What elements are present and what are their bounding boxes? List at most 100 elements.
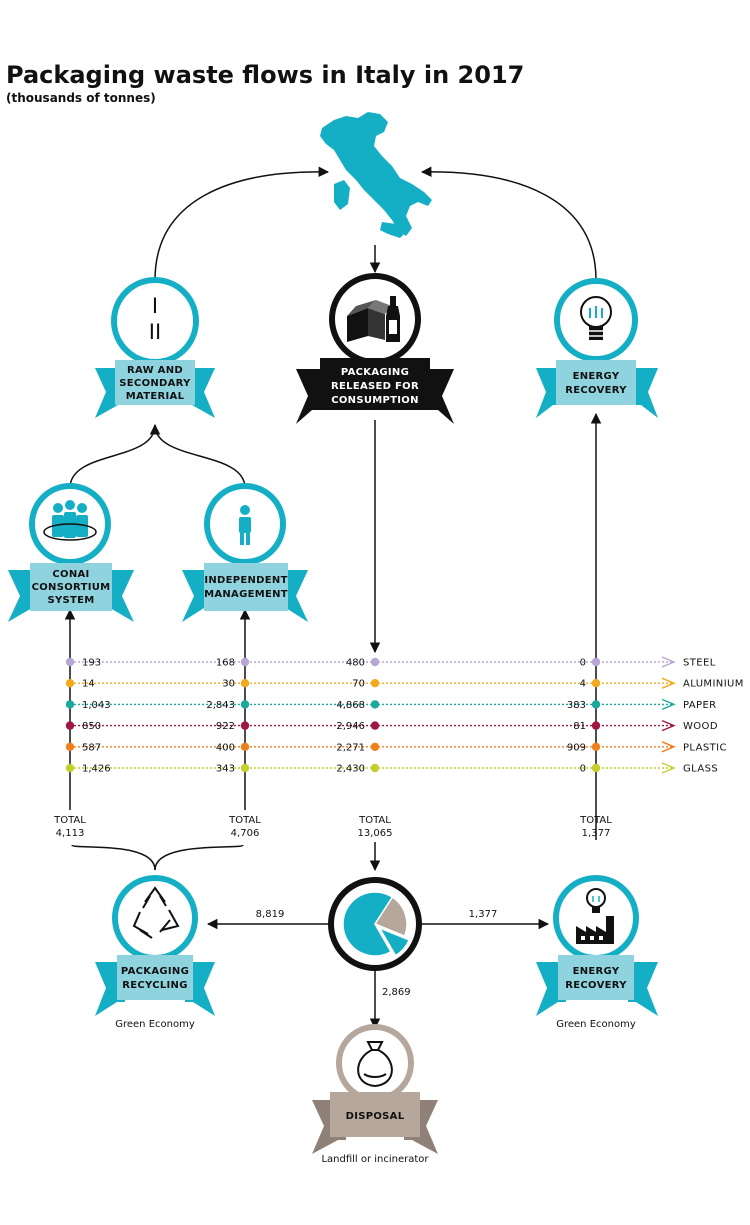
independent-label-1: INDEPENDENT — [204, 575, 287, 586]
material-value: 2,430 — [336, 764, 365, 775]
material-value: 1,043 — [82, 700, 111, 711]
material-value: 850 — [82, 721, 101, 732]
total-value-released: 13,065 — [358, 828, 393, 839]
node-packaging-recycling: PACKAGING RECYCLING Green Economy — [95, 875, 215, 1030]
material-value: 587 — [82, 742, 101, 753]
total-label-released: TOTAL — [358, 815, 391, 826]
material-arrow-icon — [661, 656, 676, 668]
material-arrow-icon — [661, 719, 676, 732]
energy-bottom-caption: Green Economy — [556, 1019, 636, 1030]
flow-disposal-value: 2,869 — [382, 987, 411, 998]
flow-recycling-value: 8,819 — [256, 909, 285, 920]
disposal-label: DISPOSAL — [346, 1111, 405, 1122]
materials-table: 193 168 480 0 STEEL 14 30 70 4 ALUMINIUM 1,043 2,84… — [65, 656, 744, 775]
roman-numeral-one-icon: I — [152, 294, 158, 318]
material-dot — [240, 700, 250, 709]
material-dot — [370, 763, 380, 773]
roman-numeral-two-icon: II — [149, 320, 161, 344]
recycling-label-1: PACKAGING — [121, 966, 189, 977]
conai-label-2: CONSORTIUM — [32, 582, 111, 593]
material-dot — [591, 763, 601, 773]
factory-bulb-icon — [576, 888, 614, 944]
material-dot — [591, 679, 601, 688]
material-arrow-icon — [661, 762, 676, 774]
total-label-energy: TOTAL — [579, 815, 612, 826]
material-name: STEEL — [683, 658, 716, 669]
light-bulb-icon — [580, 296, 612, 340]
material-value: 2,946 — [336, 721, 365, 732]
material-value: 383 — [567, 700, 586, 711]
node-raw-material: I II RAW AND SECONDARY MATERIAL — [95, 277, 215, 418]
recycling-caption: Green Economy — [115, 1019, 195, 1030]
disposal-caption: Landfill or incinerator — [321, 1154, 429, 1165]
material-dot — [370, 721, 380, 730]
independent-label-2: MANAGEMENT — [204, 589, 288, 600]
material-dot — [240, 742, 250, 751]
material-value: 81 — [573, 721, 586, 732]
material-value: 0 — [580, 764, 586, 775]
node-disposal: DISPOSAL Landfill or incinerator — [312, 1024, 438, 1165]
person-icon — [239, 505, 251, 545]
material-value: 4,868 — [336, 700, 365, 711]
page-subtitle: (thousands of tonnes) — [6, 91, 156, 105]
material-value: 922 — [216, 721, 235, 732]
material-value: 2,271 — [336, 742, 365, 753]
node-energy-recovery-top: ENERGY RECOVERY — [536, 278, 658, 418]
material-value: 4 — [580, 679, 586, 690]
total-label-conai: TOTAL — [53, 815, 86, 826]
material-name: ALUMINIUM — [683, 679, 744, 690]
material-dot — [240, 657, 250, 667]
node-energy-recovery-bottom: ENERGY RECOVERY Green Economy — [536, 875, 658, 1030]
material-value: 70 — [352, 679, 365, 690]
released-label-2: RELEASED FOR — [331, 381, 419, 392]
energy-top-label-2: RECOVERY — [565, 385, 627, 396]
material-value: 193 — [82, 658, 101, 669]
material-arrow-icon — [661, 741, 676, 753]
released-label-3: CONSUMPTION — [331, 395, 419, 406]
waste-split-pie — [328, 877, 422, 971]
material-dot — [240, 721, 250, 730]
material-name: PAPER — [683, 700, 717, 711]
recycling-label-2: RECYCLING — [122, 980, 187, 991]
material-value: 1,426 — [82, 764, 111, 775]
material-value: 343 — [216, 764, 235, 775]
material-value: 168 — [216, 658, 235, 669]
material-value: 909 — [567, 742, 586, 753]
material-dot — [65, 721, 75, 730]
material-value: 0 — [580, 658, 586, 669]
box-and-bottle-icon — [347, 296, 400, 342]
page-title: Packaging waste flows in Italy in 2017 — [6, 61, 524, 89]
flow-energy-value: 1,377 — [469, 909, 498, 920]
sack-icon — [357, 1041, 393, 1088]
raw-label-2: SECONDARY — [119, 378, 191, 389]
material-value: 400 — [216, 742, 235, 753]
conai-label-1: CONAI — [52, 569, 89, 580]
material-value: 2,843 — [206, 700, 235, 711]
material-name: WOOD — [683, 721, 718, 732]
energy-bottom-label-2: RECOVERY — [565, 980, 627, 991]
material-value: 14 — [82, 679, 95, 690]
pie-slice — [342, 891, 394, 957]
material-dot — [370, 679, 380, 688]
pie-slice — [373, 896, 408, 937]
material-dot — [591, 742, 601, 751]
pie-slice — [377, 926, 411, 957]
released-label-1: PACKAGING — [341, 367, 409, 378]
material-dot — [370, 700, 380, 709]
material-dot — [591, 657, 601, 667]
material-value: 30 — [222, 679, 235, 690]
material-dot — [65, 742, 75, 751]
totals: TOTAL 4,113 TOTAL 4,706 TOTAL 13,065 TOT… — [53, 815, 612, 839]
total-value-independent: 4,706 — [231, 828, 260, 839]
node-conai: CONAI CONSORTIUM SYSTEM — [8, 483, 134, 622]
material-arrow-icon — [661, 677, 676, 689]
material-dot — [591, 700, 601, 709]
node-packaging-released: PACKAGING RELEASED FOR CONSUMPTION — [296, 273, 454, 424]
total-value-energy: 1,377 — [582, 828, 611, 839]
recycle-icon — [132, 886, 180, 939]
material-value: 480 — [346, 658, 365, 669]
raw-label-3: MATERIAL — [126, 391, 185, 402]
material-arrow-icon — [661, 698, 676, 711]
material-name: GLASS — [683, 764, 718, 775]
material-name: PLASTIC — [683, 742, 727, 753]
